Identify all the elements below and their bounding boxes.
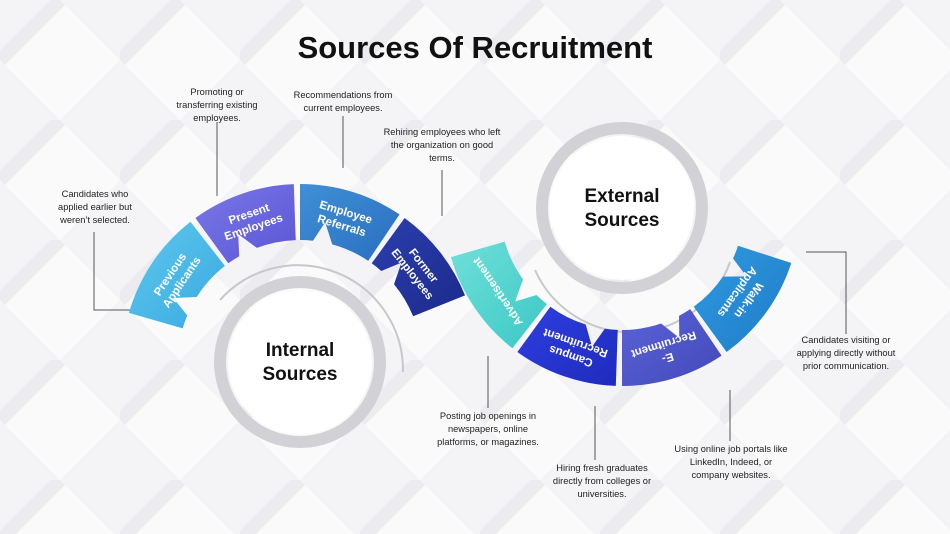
segment-previous-applicants — [128, 221, 225, 329]
segment-former-employees — [371, 217, 466, 317]
connector-lines — [93, 116, 847, 460]
segment-e-recruitment — [622, 309, 722, 386]
segment-employee-referrals — [300, 184, 400, 261]
note-campus-recruitment: Hiring fresh graduates directly from col… — [552, 463, 652, 499]
connector-previous-applicants — [93, 232, 132, 311]
segment-advertisement — [450, 241, 547, 349]
note-advertisement: Posting job openings in newspapers, onli… — [437, 411, 539, 447]
page-title: Sources Of Recruitment — [297, 30, 653, 65]
external-hub-disc — [550, 136, 694, 280]
segment-campus-recruitment — [517, 306, 618, 386]
segment-walk-in-applicants — [693, 245, 792, 353]
external-hub-ring — [536, 122, 708, 294]
internal-hub-ring — [214, 276, 386, 448]
note-former-employees: Rehiring employees who left the organiza… — [383, 127, 501, 163]
internal-hub-disc — [228, 290, 372, 434]
internal-guide-arc — [219, 264, 405, 373]
segment-present-employees — [195, 184, 296, 264]
connector-walk-in-applicants — [806, 251, 847, 334]
note-employee-referrals: Recommendations from current employees. — [293, 90, 393, 113]
note-previous-applicants: Candidates who applied earlier but weren… — [58, 189, 132, 225]
note-present-employees: Promoting or transferring existing emplo… — [176, 87, 258, 123]
note-walk-in-applicants: Candidates visiting or applying directly… — [796, 335, 896, 371]
note-e-recruitment: Using online job portals like LinkedIn, … — [674, 444, 788, 480]
